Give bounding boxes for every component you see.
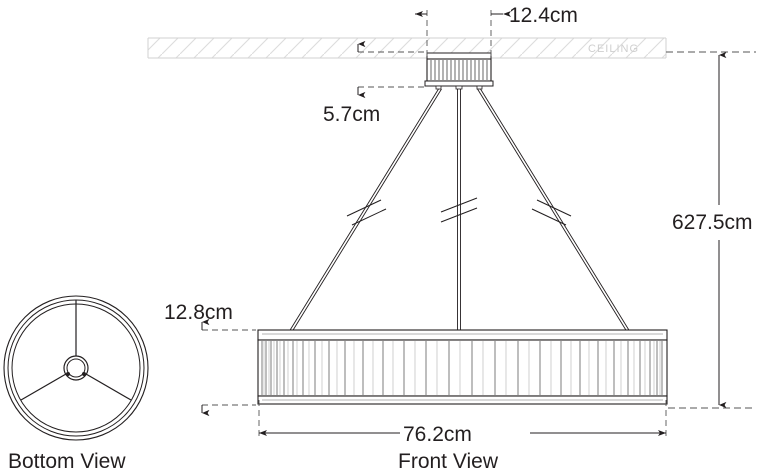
canopy-assembly — [424, 52, 494, 90]
ceiling-band: CEILING — [147, 37, 667, 59]
canopy-ribs — [430, 60, 488, 80]
shade-drum — [257, 329, 668, 405]
bottom-view-drawing — [3, 295, 149, 441]
right-cable — [477, 88, 630, 332]
bottom-view-spokes — [20, 300, 132, 401]
dimension-canopy-width: 12.4cm — [415, 4, 578, 56]
ceiling-label: CEILING — [588, 43, 639, 55]
dimension-overall-height-label: 627.5cm — [672, 211, 753, 234]
dimension-overall-height: 627.5cm — [666, 51, 753, 409]
dimension-canopy-height-label: 5.7cm — [323, 103, 380, 126]
dimension-shade-width: 76.2cm — [258, 400, 667, 446]
dimension-shade-height: 12.8cm — [164, 301, 256, 417]
dimension-canopy-height: 5.7cm — [323, 40, 425, 126]
suspension-cables — [289, 88, 630, 332]
center-break-mark — [440, 197, 478, 223]
center-cable — [457, 89, 461, 331]
bottom-view-label: Bottom View — [8, 450, 126, 473]
dimension-shade-height-label: 12.8cm — [164, 301, 233, 324]
break-marks — [346, 197, 572, 226]
left-break-mark — [346, 199, 387, 226]
left-cable — [289, 88, 442, 332]
dimension-canopy-width-label: 12.4cm — [509, 4, 578, 27]
dimension-shade-width-label: 76.2cm — [403, 423, 472, 446]
shade-slats-shadow — [263, 341, 661, 395]
right-break-mark — [531, 199, 572, 226]
front-view-label: Front View — [398, 450, 499, 473]
shade-slats — [261, 341, 663, 395]
